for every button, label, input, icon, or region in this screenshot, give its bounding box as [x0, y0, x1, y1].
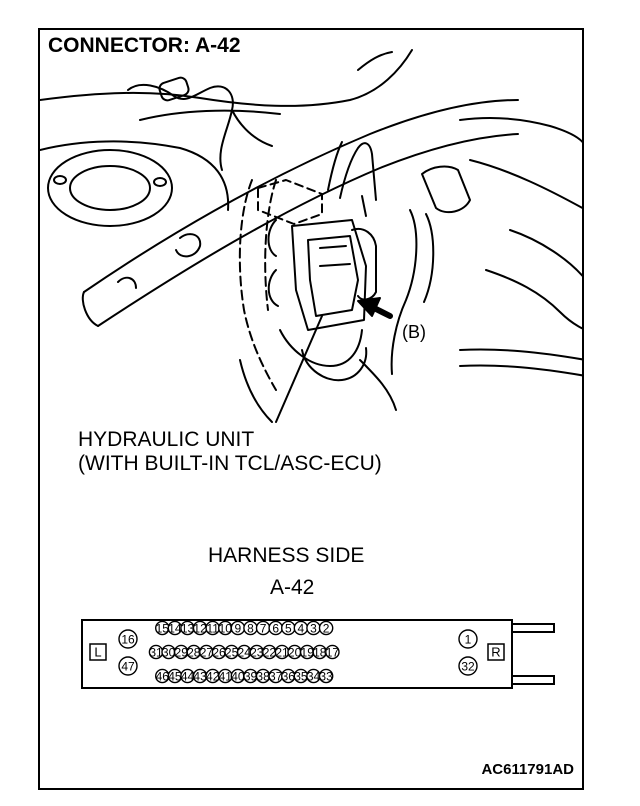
- pin-number: 37: [269, 670, 283, 684]
- harness-side-label: HARNESS SIDE: [208, 544, 365, 567]
- engine-bay-illustration: [40, 49, 582, 423]
- svg-text:R: R: [491, 645, 500, 660]
- pin-number: 14: [168, 622, 182, 636]
- svg-text:L: L: [94, 645, 101, 660]
- pin-number: 35: [294, 670, 308, 684]
- pin-number: 28: [187, 646, 201, 660]
- right-marker: R: [487, 643, 505, 661]
- pin-number: 4: [298, 622, 305, 636]
- pin-number: 26: [212, 646, 226, 660]
- pin-number: 40: [231, 670, 245, 684]
- pin-number: 46: [156, 670, 170, 684]
- pin-number: 22: [263, 646, 277, 660]
- pin-number: 47: [121, 660, 135, 674]
- component-label-line1: HYDRAULIC UNIT: [78, 428, 255, 451]
- pin-circle: [118, 629, 138, 649]
- pin-number: 30: [162, 646, 176, 660]
- pin-number: 5: [285, 622, 292, 636]
- pin-number: 18: [313, 646, 327, 660]
- pin-number: 7: [260, 622, 267, 636]
- pin-circle: [118, 656, 138, 676]
- pin-number: 17: [326, 646, 340, 660]
- pin-number: 39: [244, 670, 258, 684]
- pin-number: 38: [256, 670, 270, 684]
- figure-code: AC611791AD: [481, 761, 574, 778]
- pin-number: 15: [156, 622, 170, 636]
- pin-circle: [325, 644, 340, 660]
- left-marker: L: [89, 643, 107, 661]
- pin-number: 8: [247, 622, 254, 636]
- pin-number: 6: [272, 622, 279, 636]
- pin-number: 2: [323, 622, 330, 636]
- pin-number: 20: [288, 646, 302, 660]
- pin-circle: [458, 629, 478, 649]
- pin-number: 12: [193, 622, 207, 636]
- pin-circle: [458, 656, 478, 676]
- pin-number: 31: [149, 646, 163, 660]
- pin-number: 43: [193, 670, 207, 684]
- pin-circle: [318, 620, 334, 636]
- connector-id-label: A-42: [270, 576, 315, 599]
- pin-number: 1: [465, 633, 472, 647]
- pin-number: 19: [301, 646, 315, 660]
- connector-title: CONNECTOR: A-42: [48, 34, 241, 57]
- component-label-line2: (WITH BUILT-IN TCL/ASC-ECU): [78, 452, 382, 475]
- pin-number: 23: [250, 646, 264, 660]
- pin-number: 3: [310, 622, 317, 636]
- pin-number: 27: [200, 646, 214, 660]
- pin-number: 29: [175, 646, 189, 660]
- pin-number: 9: [235, 622, 242, 636]
- pin-circle: [318, 668, 334, 684]
- pin-number: 34: [307, 670, 321, 684]
- pin-number: 11: [206, 622, 219, 636]
- pin-number: 41: [219, 670, 233, 684]
- pin-number: 10: [219, 622, 233, 636]
- pin-number: 36: [282, 670, 296, 684]
- pin-number: 21: [275, 646, 289, 660]
- connector-housing: [81, 619, 513, 689]
- pin-number: 42: [206, 670, 220, 684]
- connector-b-callout: (B): [402, 322, 426, 342]
- figure-frame: CONNECTOR: A-42: [38, 28, 584, 790]
- pin-number: 25: [225, 646, 239, 660]
- pin-number: 13: [181, 622, 195, 636]
- pin-number: 24: [238, 646, 252, 660]
- pin-number: 33: [319, 670, 333, 684]
- pin-number: 44: [181, 670, 195, 684]
- pin-number: 16: [121, 633, 135, 647]
- pin-number: 32: [461, 660, 475, 674]
- pin-number: 45: [168, 670, 182, 684]
